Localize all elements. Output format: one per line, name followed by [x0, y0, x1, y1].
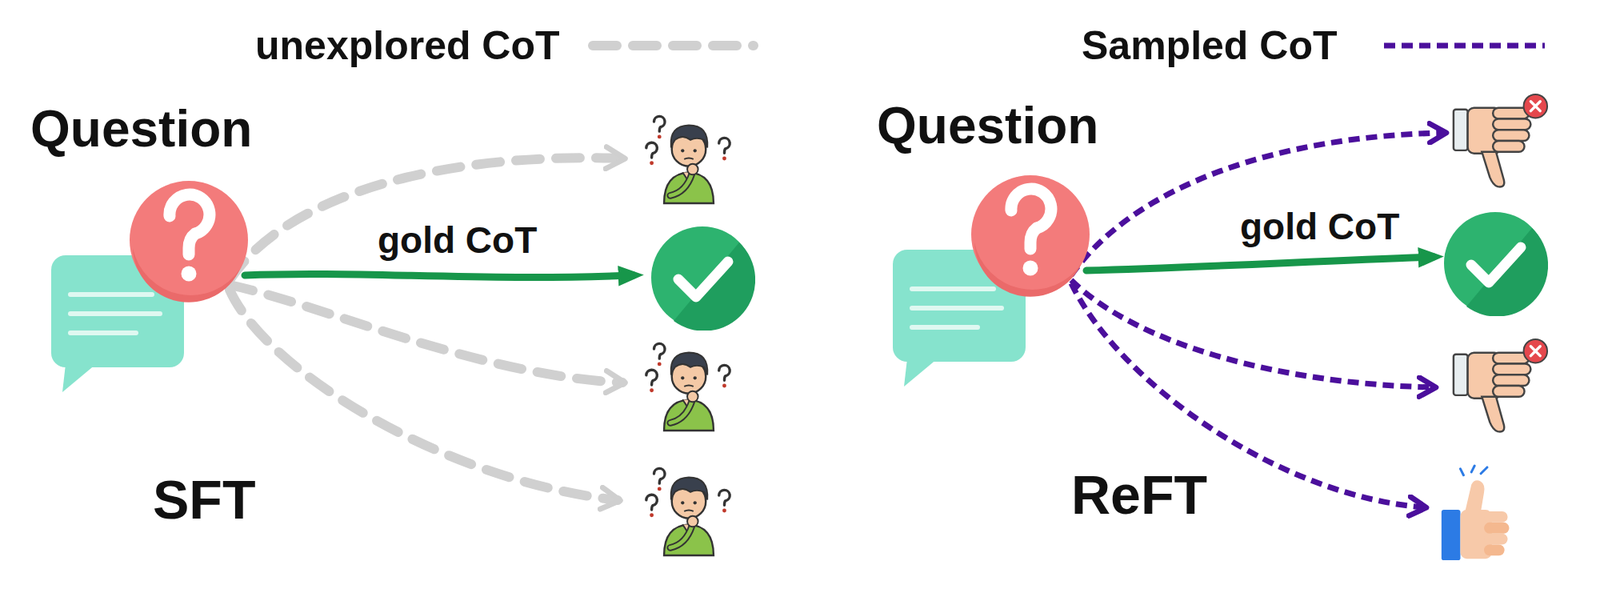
confused-person — [646, 468, 730, 556]
question-node: Question — [24, 100, 288, 397]
sampled-cot-arrow — [1071, 132, 1444, 276]
legend-entry: Sampled CoT — [1081, 24, 1337, 68]
gold-cot-arrow — [244, 273, 634, 277]
arrow-label: gold CoT — [377, 220, 537, 260]
confused-person — [646, 343, 730, 431]
question-node: Question — [870, 97, 1135, 394]
method-label: ReFT — [1071, 466, 1208, 524]
thumbs-down — [1453, 94, 1548, 188]
node-heading: Question — [870, 97, 1105, 154]
legend-sample — [1377, 33, 1568, 58]
unexplored-cot-arrow — [229, 284, 623, 383]
thumbs-down — [1453, 339, 1548, 432]
gold-cot-arrow — [1086, 256, 1434, 271]
check-mark — [651, 226, 756, 332]
question-icon — [892, 175, 1090, 387]
unexplored-cot-arrow — [229, 157, 623, 280]
legend-line — [592, 40, 754, 51]
method-label: SFT — [152, 471, 256, 528]
legend-entry: unexplored CoT — [255, 24, 560, 68]
legend-sample — [586, 33, 776, 58]
thumbs-up — [1441, 465, 1510, 560]
confused-person — [646, 116, 730, 204]
legend-line — [1384, 43, 1545, 49]
check-mark — [1444, 212, 1548, 317]
question-icon — [51, 180, 248, 392]
arrow-label: gold CoT — [1240, 207, 1400, 246]
node-heading: Question — [24, 100, 259, 157]
sampled-cot-arrow — [1071, 280, 1434, 388]
unexplored-cot-arrow — [229, 289, 618, 500]
